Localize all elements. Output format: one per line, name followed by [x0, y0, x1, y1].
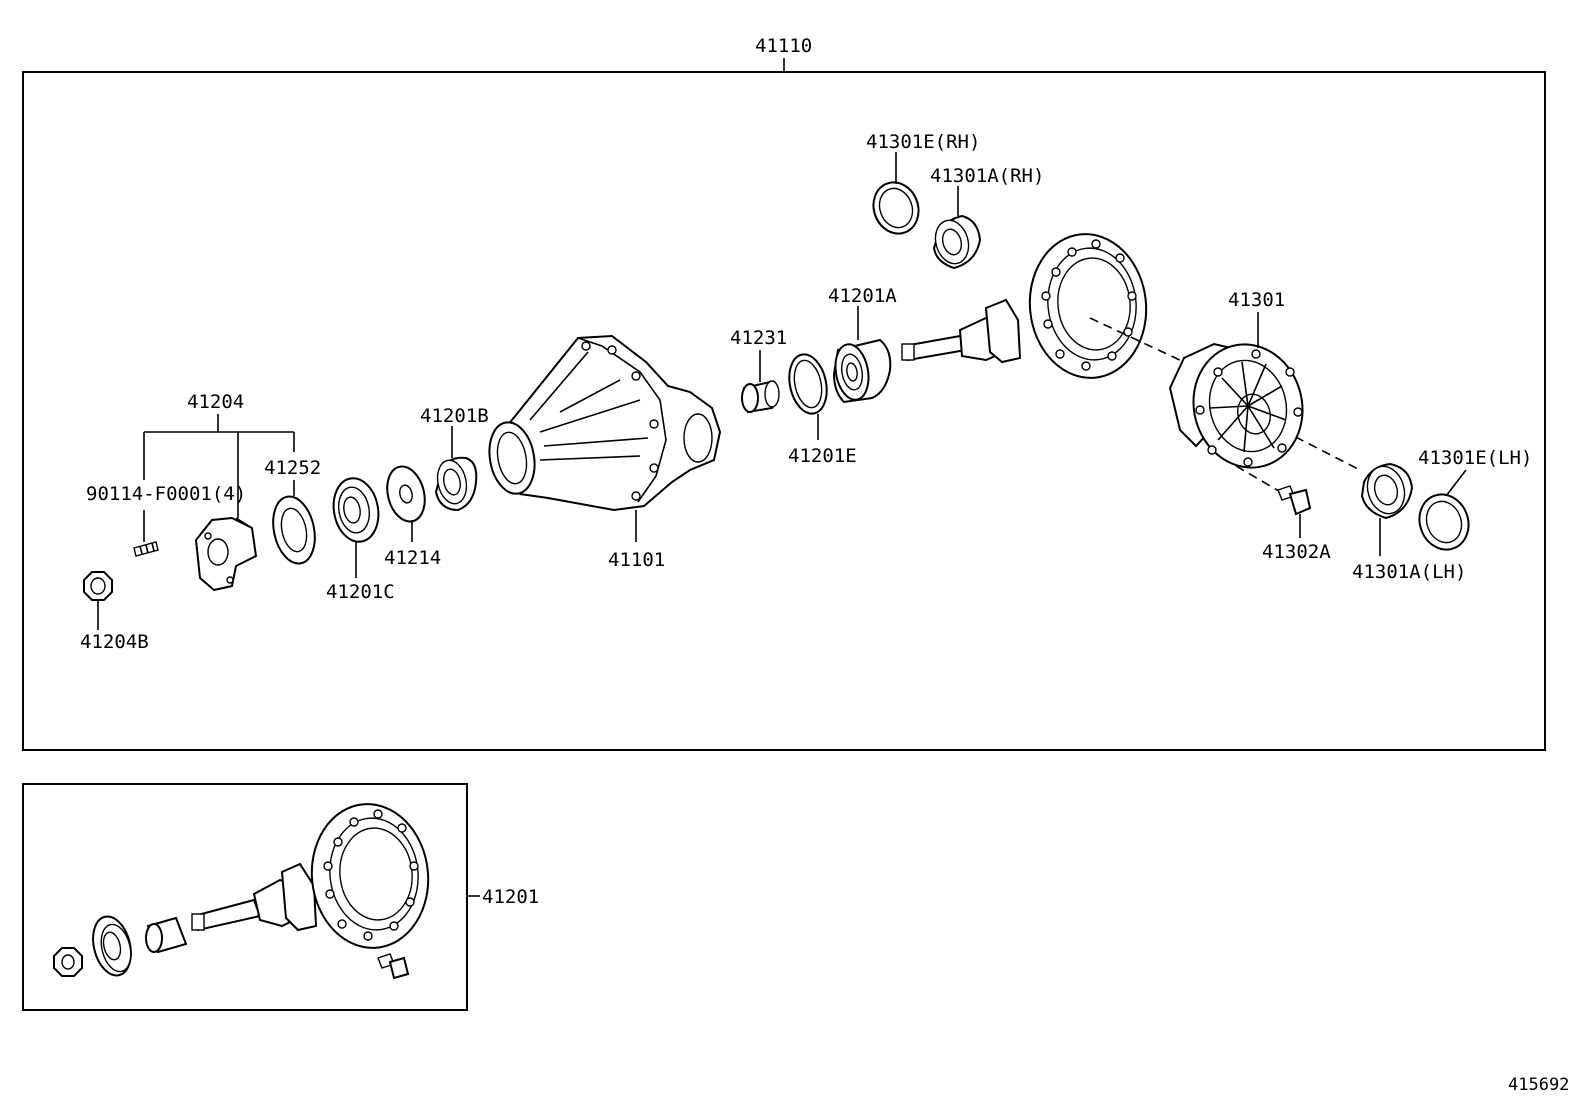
part-41302A-bolt[interactable]: 41302A — [1262, 485, 1331, 563]
label-41252[interactable]: 41252 — [264, 457, 321, 479]
assembly-axis-line — [1089, 317, 1361, 471]
label-41301E-RH[interactable]: 41301E(RH) — [866, 131, 980, 153]
label-41201B[interactable]: 41201B — [420, 405, 489, 427]
label-41110[interactable]: 41110 — [755, 35, 812, 57]
part-90114-F0001[interactable]: 90114-F0001(4) — [86, 483, 246, 557]
part-41201B-bearing[interactable]: 41201B — [420, 405, 489, 512]
part-41301E-RH[interactable]: 41301E(RH) — [866, 131, 980, 240]
kit-frame — [22, 783, 468, 1011]
part-41201E-ring[interactable]: 41201E — [784, 351, 857, 467]
assembly-41110-group: 41110 — [22, 35, 1546, 751]
figure-id: 415692 — [1508, 1075, 1569, 1095]
part-41301A-LH[interactable]: 41301A(LH) — [1352, 462, 1466, 583]
part-41204B[interactable]: 41204B — [80, 571, 149, 653]
part-41214-spacer[interactable]: 41214 — [382, 462, 441, 569]
part-41301E-LH[interactable]: 41301E(LH) — [1412, 447, 1533, 557]
kit-bearing[interactable] — [87, 913, 136, 980]
label-41301A-RH[interactable]: 41301A(RH) — [930, 165, 1044, 187]
label-41201E[interactable]: 41201E — [788, 445, 857, 467]
part-41252-washer[interactable]: 41252 — [264, 457, 321, 567]
kit-ring-gear-pinion[interactable] — [191, 798, 435, 953]
kit-spacer[interactable] — [145, 916, 188, 954]
label-41301E-LH[interactable]: 41301E(LH) — [1418, 447, 1532, 469]
label-41201A[interactable]: 41201A — [828, 285, 897, 307]
label-41214[interactable]: 41214 — [384, 547, 441, 569]
part-41301-diff-case[interactable]: 41301 — [1168, 289, 1315, 479]
label-41302A[interactable]: 41302A — [1262, 541, 1331, 563]
label-41101[interactable]: 41101 — [608, 549, 665, 571]
label-41201C[interactable]: 41201C — [326, 581, 395, 603]
part-41204-flange[interactable] — [194, 516, 258, 592]
label-41204B[interactable]: 41204B — [80, 631, 149, 653]
part-41101-carrier[interactable]: 41101 — [484, 334, 722, 571]
part-41231-spacer[interactable]: 41231 — [730, 327, 787, 414]
label-41231[interactable]: 41231 — [730, 327, 787, 349]
part-41201C-seal[interactable]: 41201C — [326, 475, 395, 603]
part-41301A-RH[interactable]: 41301A(RH) — [930, 165, 1044, 270]
label-41201[interactable]: 41201 — [482, 886, 539, 908]
label-41301A-LH[interactable]: 41301A(LH) — [1352, 561, 1466, 583]
assembly-frame — [22, 71, 1546, 751]
kit-bolt[interactable] — [377, 953, 410, 980]
part-ring-gear-pinion[interactable] — [901, 228, 1153, 383]
bracket-41204: 41204 — [143, 391, 295, 518]
kit-41201-group: 41201 — [22, 783, 539, 1011]
label-41204[interactable]: 41204 — [187, 391, 244, 413]
part-41201A-bearing[interactable]: 41201A — [828, 285, 897, 404]
label-41301[interactable]: 41301 — [1228, 289, 1285, 311]
label-90114-F0001[interactable]: 90114-F0001(4) — [86, 483, 246, 505]
kit-nut[interactable] — [53, 947, 83, 977]
bolt-axis-line — [1235, 465, 1285, 495]
